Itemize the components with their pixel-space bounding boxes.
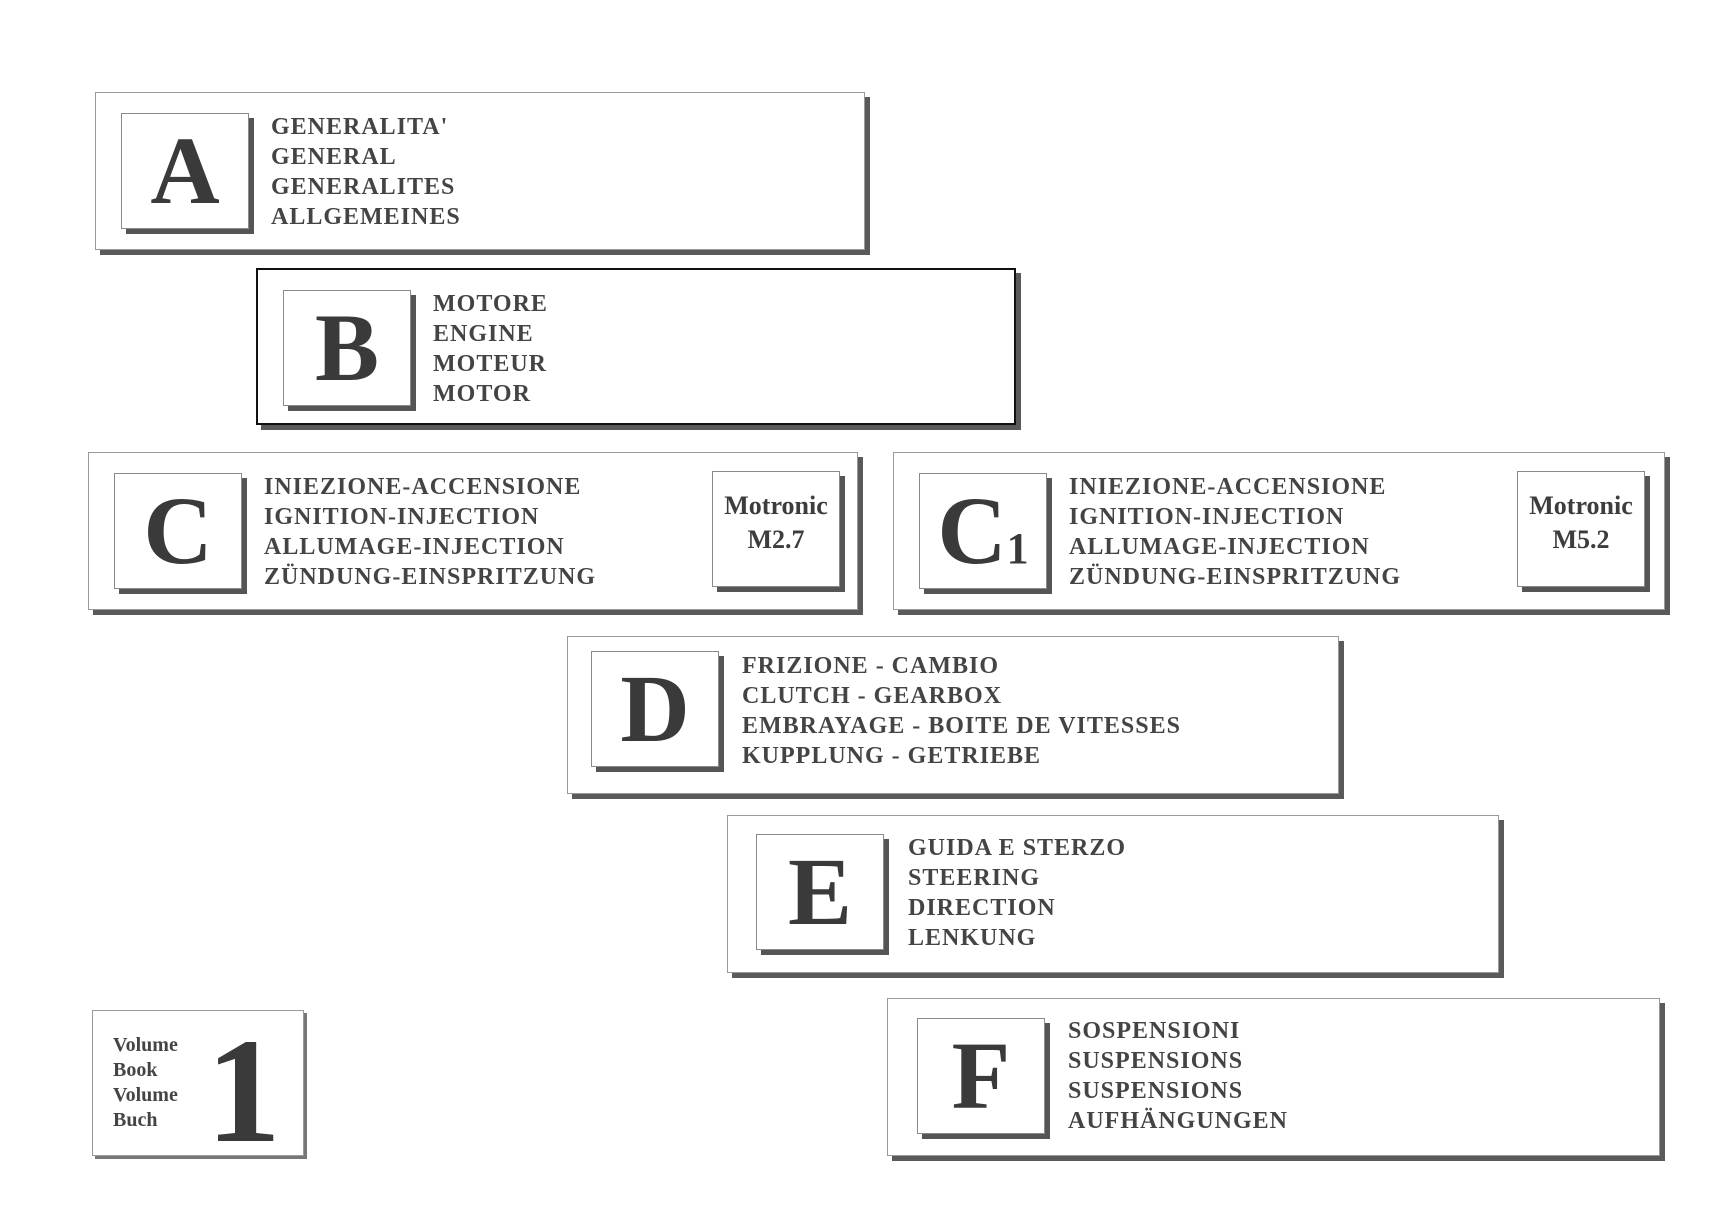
section-c-label-fr: ALLUMAGE-INJECTION [264, 534, 565, 560]
section-d-letter-tile: D [591, 651, 719, 767]
section-e-label-fr: DIRECTION [908, 895, 1056, 921]
section-e-label-de: LENKUNG [908, 925, 1037, 951]
section-a-labels: GENERALITA' GENERAL GENERALITES ALLGEMEI… [271, 112, 461, 232]
section-c-label-it: INIEZIONE-ACCENSIONE [264, 474, 582, 500]
section-c-system-badge: Motronic M2.7 [712, 471, 840, 587]
section-d-label-en: CLUTCH - GEARBOX [742, 683, 1003, 709]
section-f-label-it: SOSPENSIONI [1068, 1018, 1241, 1044]
section-c-letter-tile: C [114, 473, 242, 589]
volume-indicator: Volume Book Volume Buch 1 [92, 1010, 304, 1170]
section-c1-subscript: 1 [1006, 524, 1029, 573]
section-b-labels: MOTORE ENGINE MOTEUR MOTOR [433, 289, 548, 409]
section-e-button[interactable]: E GUIDA E STERZO STEERING DIRECTION LENK… [727, 815, 1499, 973]
section-e-labels: GUIDA E STERZO STEERING DIRECTION LENKUN… [908, 833, 1126, 953]
section-b-letter-tile: B [283, 290, 411, 406]
section-d-label-fr: EMBRAYAGE - BOITE DE VITESSES [742, 713, 1181, 739]
volume-label-de: Buch [113, 1109, 158, 1131]
volume-labels: Volume Book Volume Buch [113, 1033, 178, 1133]
section-b-label-it: MOTORE [433, 291, 548, 317]
section-a-letter-tile: A [121, 113, 249, 229]
section-c-label-en: IGNITION-INJECTION [264, 504, 540, 530]
section-f-labels: SOSPENSIONI SUSPENSIONS SUSPENSIONS AUFH… [1068, 1016, 1288, 1136]
section-c1-badge-model: M5.2 [1552, 525, 1610, 554]
section-c1-label-it: INIEZIONE-ACCENSIONE [1069, 474, 1387, 500]
section-c1-labels: INIEZIONE-ACCENSIONE IGNITION-INJECTION … [1069, 472, 1401, 592]
section-c-badge-model: M2.7 [747, 525, 805, 554]
section-a-button[interactable]: A GENERALITA' GENERAL GENERALITES ALLGEM… [95, 92, 865, 250]
section-c1-label-en: IGNITION-INJECTION [1069, 504, 1345, 530]
section-f-label-fr: SUSPENSIONS [1068, 1078, 1244, 1104]
section-f-button[interactable]: F SOSPENSIONI SUSPENSIONS SUSPENSIONS AU… [887, 998, 1660, 1156]
section-c1-letter: C [937, 477, 1007, 584]
section-c-button[interactable]: C INIEZIONE-ACCENSIONE IGNITION-INJECTIO… [88, 452, 858, 610]
section-f-label-en: SUSPENSIONS [1068, 1048, 1244, 1074]
section-e-letter: E [787, 838, 853, 945]
volume-label-en: Book [113, 1059, 158, 1081]
section-b-button[interactable]: B MOTORE ENGINE MOTEUR MOTOR [256, 268, 1016, 425]
section-c-label-de: ZÜNDUNG-EINSPRITZUNG [264, 564, 597, 590]
section-c1-system-badge: Motronic M5.2 [1517, 471, 1645, 587]
section-d-button[interactable]: D FRIZIONE - CAMBIO CLUTCH - GEARBOX EMB… [567, 636, 1339, 794]
section-e-label-en: STEERING [908, 865, 1041, 891]
section-d-labels: FRIZIONE - CAMBIO CLUTCH - GEARBOX EMBRA… [742, 651, 1181, 771]
section-f-label-de: AUFHÄNGUNGEN [1068, 1108, 1288, 1134]
section-f-letter-tile: F [917, 1018, 1045, 1134]
section-d-letter: D [620, 655, 690, 762]
section-c-badge-system: Motronic [724, 491, 828, 520]
volume-number: 1 [206, 1008, 281, 1174]
section-d-label-de: KUPPLUNG - GETRIEBE [742, 743, 1042, 769]
section-c-labels: INIEZIONE-ACCENSIONE IGNITION-INJECTION … [264, 472, 596, 592]
section-e-label-it: GUIDA E STERZO [908, 835, 1127, 861]
section-c-letter: C [143, 477, 213, 584]
section-b-label-fr: MOTEUR [433, 351, 547, 377]
section-f-letter: F [951, 1022, 1011, 1129]
section-c1-label-de: ZÜNDUNG-EINSPRITZUNG [1069, 564, 1402, 590]
section-a-label-de: ALLGEMEINES [271, 204, 461, 230]
section-d-label-it: FRIZIONE - CAMBIO [742, 653, 1000, 679]
section-e-letter-tile: E [756, 834, 884, 950]
section-c1-label-fr: ALLUMAGE-INJECTION [1069, 534, 1370, 560]
section-c1-badge-system: Motronic [1529, 491, 1633, 520]
volume-label-it: Volume [113, 1034, 178, 1056]
section-c1-letter-tile: C1 [919, 473, 1047, 589]
section-a-label-it: GENERALITA' [271, 114, 449, 140]
section-c1-button[interactable]: C1 INIEZIONE-ACCENSIONE IGNITION-INJECTI… [893, 452, 1665, 610]
section-a-letter: A [150, 117, 220, 224]
volume-label-fr: Volume [113, 1084, 178, 1106]
section-a-label-fr: GENERALITES [271, 174, 456, 200]
section-a-label-en: GENERAL [271, 144, 397, 170]
section-b-label-de: MOTOR [433, 381, 531, 407]
section-b-label-en: ENGINE [433, 321, 534, 347]
section-b-letter: B [314, 294, 380, 401]
